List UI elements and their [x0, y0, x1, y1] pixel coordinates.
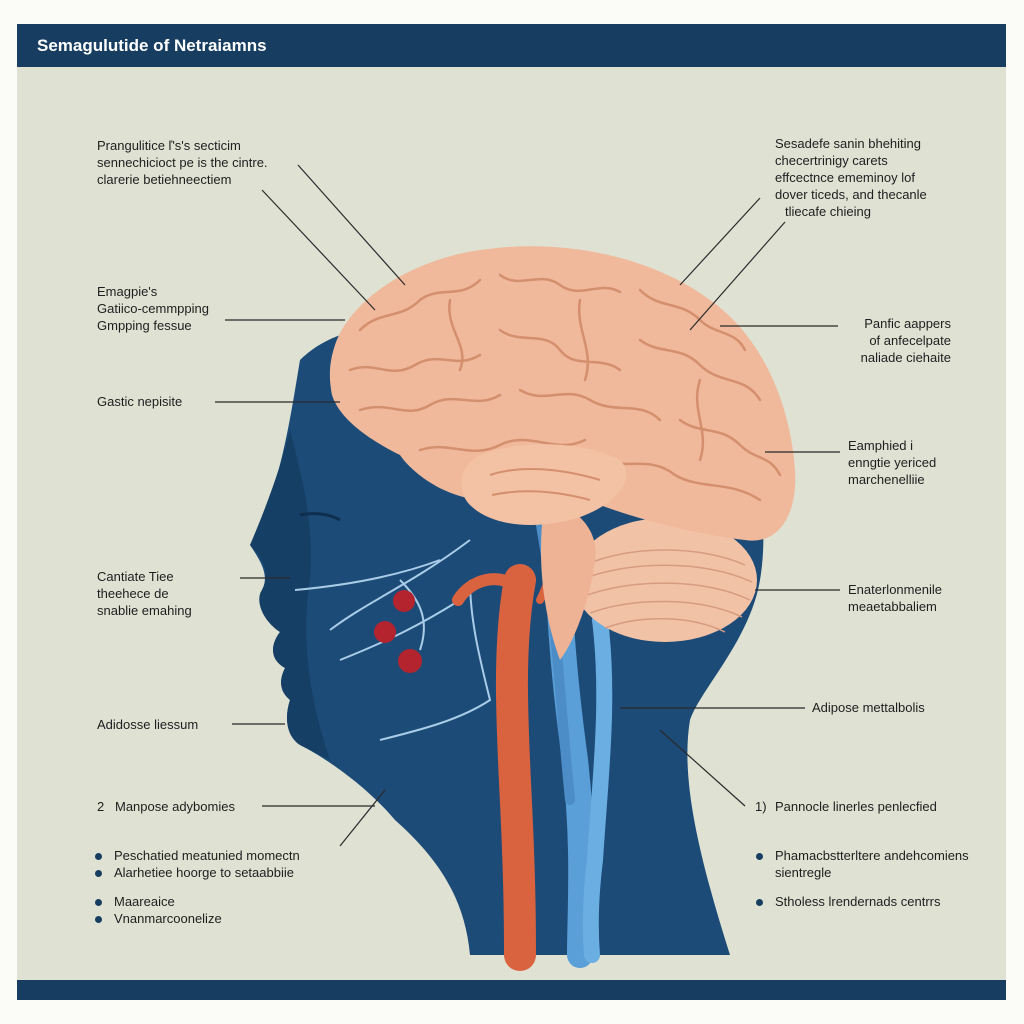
nerve-lines [294, 539, 492, 741]
label-left-2: Emagpie's Gatiico-cemmpping Gmpping fess… [97, 283, 209, 334]
label-left-1-line-2: sennechicioct pe is the cintre. [97, 155, 268, 170]
red-node-3 [398, 649, 422, 673]
label-left-1: Prangulitice ľ's's secticim sennechicioc… [97, 137, 268, 188]
label-left-2-line-1: Emagpie's [97, 284, 158, 299]
red-node-2 [374, 621, 396, 643]
label-left-4: Cantiate Tiee theehece de snablie emahin… [97, 568, 192, 619]
label-left-4-line-2: theehece de [97, 586, 169, 601]
label-left-3-line-1: Gastic nepisite [97, 394, 183, 409]
label-left-2-line-3: Gmpping fessue [97, 318, 192, 333]
cerebellum [573, 518, 757, 642]
label-left-6-text: Manpose adybomies [115, 799, 235, 814]
label-right-4: Enaterlonmenile meaetabbaliem [848, 581, 942, 615]
eye-line [299, 512, 341, 522]
label-right-1: Sesadefe sanin bhehiting checertrinigy c… [775, 135, 927, 220]
cerebellum-folds [579, 549, 753, 633]
brainstem [540, 500, 596, 660]
label-right-3: Eamphied i enngtie yericed marchenelliie [848, 437, 936, 488]
page-title: Semagulutide of Netraiamns [17, 24, 1006, 67]
left-bullet-3: Maareaice [95, 893, 222, 910]
label-right-2-line-2: of anfecelpate [869, 333, 951, 348]
label-right-4-line-2: meaetabbaliem [848, 599, 937, 614]
label-right-2-line-3: naliade ciehaite [860, 350, 951, 365]
label-left-4-line-1: Cantiate Tiee [97, 569, 174, 584]
label-left-1-line-3: clarerie betiehneectiem [97, 172, 232, 187]
brain-gyri [348, 273, 782, 502]
label-right-5: Adipose mettalbolis [812, 699, 925, 716]
label-right-2: Panfic aappers of anfecelpate naliade ci… [861, 315, 951, 366]
label-right-1-line-5: tliecafe chieing [785, 204, 871, 219]
temporal-lobe [461, 444, 627, 525]
left-bullet-4: Vnanmarcoonelize [95, 910, 222, 927]
label-left-6: 2 Manpose adybomies [97, 798, 235, 815]
label-left-5-line-1: Adidosse liessum [97, 717, 199, 732]
label-right-1-line-1: Sesadefe sanin bhehiting [775, 136, 922, 151]
label-right-1-line-4: dover ticeds, and thecanle [775, 187, 927, 202]
label-right-1-line-2: checertrinigy carets [775, 153, 888, 168]
label-right-6: 1) Pannocle linerles penlecfied [755, 798, 937, 815]
label-right-4-line-1: Enaterlonmenile [848, 582, 942, 597]
right-bullet-2: Stholess lrendernads centrrs [756, 893, 940, 910]
right-bullet-1-cont: sientregle [775, 865, 832, 880]
label-left-3: Gastic nepisite [97, 393, 182, 410]
left-bullet-2: Alarhetiee hoorge to setaabbiie [95, 864, 300, 881]
left-bullet-list-2: Maareaice Vnanmarcoonelize [95, 893, 222, 927]
label-right-3-line-3: marchenelliie [848, 472, 925, 487]
red-node-1 [393, 590, 415, 612]
leader-lines [215, 164, 840, 847]
left-bullet-list: Peschatied meatunied momectn Alarhetiee … [95, 847, 300, 881]
label-right-3-line-2: enngtie yericed [848, 455, 937, 470]
label-left-2-line-2: Gatiico-cemmpping [97, 301, 209, 316]
label-left-5: Adidosse liessum [97, 716, 198, 733]
label-right-1-line-3: effcectnce ememinoy lof [775, 170, 915, 185]
label-right-6-number: 1) [755, 799, 767, 814]
label-right-3-line-1: Eamphied i [848, 438, 914, 453]
label-right-6-text: Pannocle linerles penlecfied [775, 799, 937, 814]
left-bullet-1: Peschatied meatunied momectn [95, 847, 300, 864]
label-left-4-line-3: snablie emahing [97, 603, 192, 618]
footer-bar [17, 980, 1006, 1000]
label-right-2-line-1: Panfic aappers [864, 316, 951, 331]
right-bullet-list: Phamacbstterltere andehcomiens sientregl… [756, 847, 969, 881]
label-left-6-number: 2 [97, 799, 105, 814]
right-bullet-list-2: Stholess lrendernads centrrs [756, 893, 940, 910]
face-shadow [250, 430, 330, 760]
label-right-5-line-1: Adipose mettalbolis [812, 700, 925, 715]
right-bullet-1: Phamacbstterltere andehcomiens [756, 847, 969, 864]
label-left-1-line-1: Prangulitice ľ's's secticim [97, 138, 241, 153]
